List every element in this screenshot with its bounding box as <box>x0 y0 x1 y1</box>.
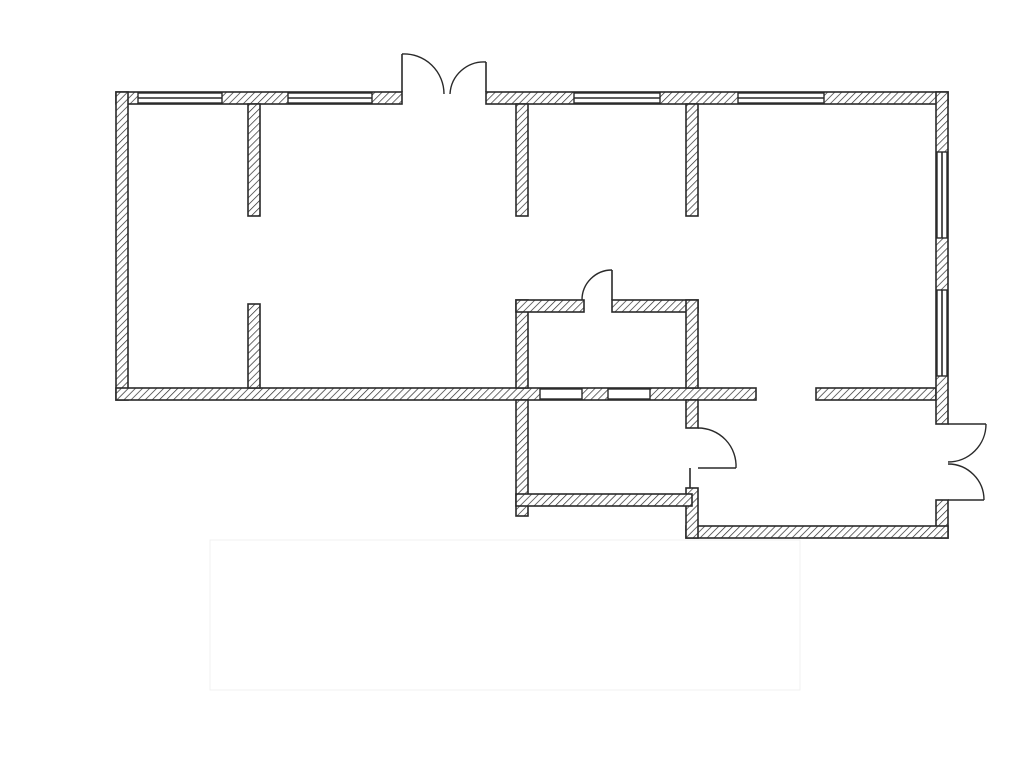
partition <box>515 299 585 313</box>
inner-room-door <box>581 269 613 301</box>
annex-door <box>689 427 737 488</box>
partition <box>515 103 529 217</box>
exterior-walls <box>115 91 949 539</box>
partition <box>247 103 261 217</box>
window <box>607 388 651 400</box>
partition <box>247 303 261 389</box>
entrance-double-door <box>401 53 487 95</box>
partition <box>611 299 699 313</box>
watermark <box>209 539 801 691</box>
side-double-door <box>947 423 987 501</box>
partition <box>685 299 699 389</box>
windows <box>137 92 948 400</box>
partition <box>685 103 699 217</box>
partition <box>515 299 529 389</box>
partition <box>515 493 693 507</box>
partition <box>515 399 529 517</box>
interior-partitions <box>247 103 699 517</box>
window <box>539 388 583 400</box>
doors <box>401 53 987 501</box>
